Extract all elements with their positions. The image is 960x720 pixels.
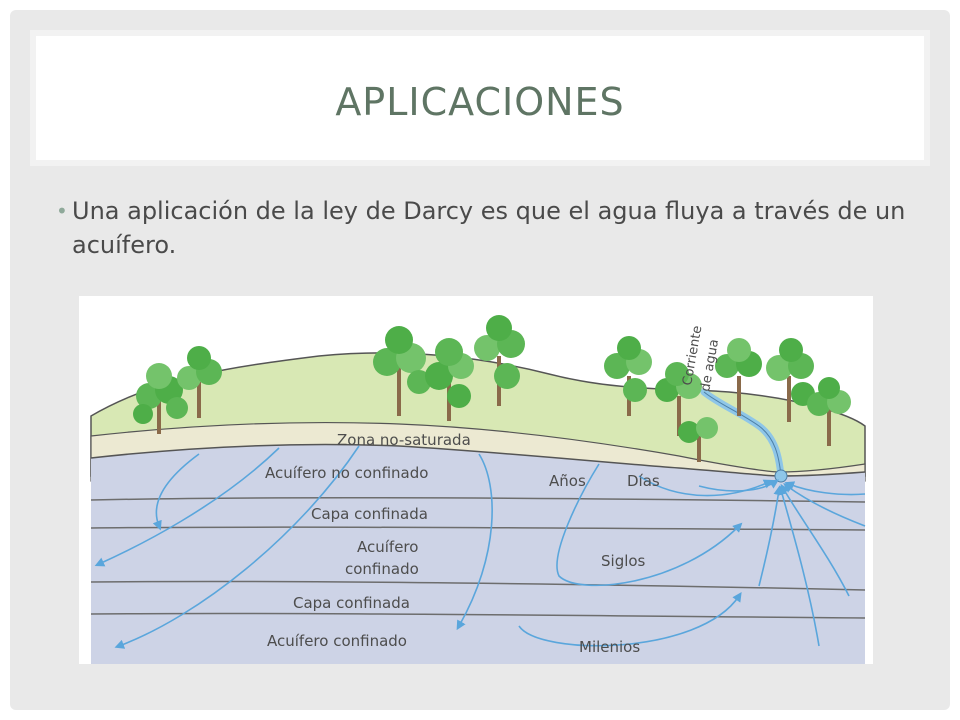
label-years: Años bbox=[549, 472, 586, 490]
trees bbox=[133, 315, 851, 462]
aquifer-diagram-svg: Corriente de agua Zona no-saturada Acuíf… bbox=[90, 315, 866, 664]
page-title: APLICACIONES bbox=[335, 80, 625, 124]
label-unconfined: Acuífero no confinado bbox=[265, 464, 428, 482]
bullet-text: Una aplicación de la ley de Darcy es que… bbox=[72, 197, 906, 259]
label-confining-2: Capa confinada bbox=[293, 594, 410, 612]
label-centuries: Siglos bbox=[601, 552, 646, 570]
bullet-icon: • bbox=[56, 199, 68, 223]
label-days: Días bbox=[627, 472, 660, 490]
flow-lines bbox=[94, 445, 866, 649]
label-millennia: Milenios bbox=[579, 638, 640, 656]
label-confining-1: Capa confinada bbox=[311, 505, 428, 523]
label-confined-1-line1: Acuífero bbox=[357, 538, 418, 556]
bullet-item: • Una aplicación de la ley de Darcy es q… bbox=[56, 194, 912, 262]
title-box: APLICACIONES bbox=[30, 30, 930, 166]
label-confined-1-line2: confinado bbox=[345, 560, 419, 578]
slide: APLICACIONES • Una aplicación de la ley … bbox=[10, 10, 950, 710]
label-confined-2: Acuífero confinado bbox=[267, 632, 407, 650]
aquifer-body bbox=[91, 444, 865, 664]
diagram-labels: Corriente de agua Zona no-saturada Acuíf… bbox=[265, 325, 722, 656]
aquifer-diagram: Corriente de agua Zona no-saturada Acuíf… bbox=[79, 296, 873, 664]
label-unsaturated: Zona no-saturada bbox=[337, 431, 471, 449]
